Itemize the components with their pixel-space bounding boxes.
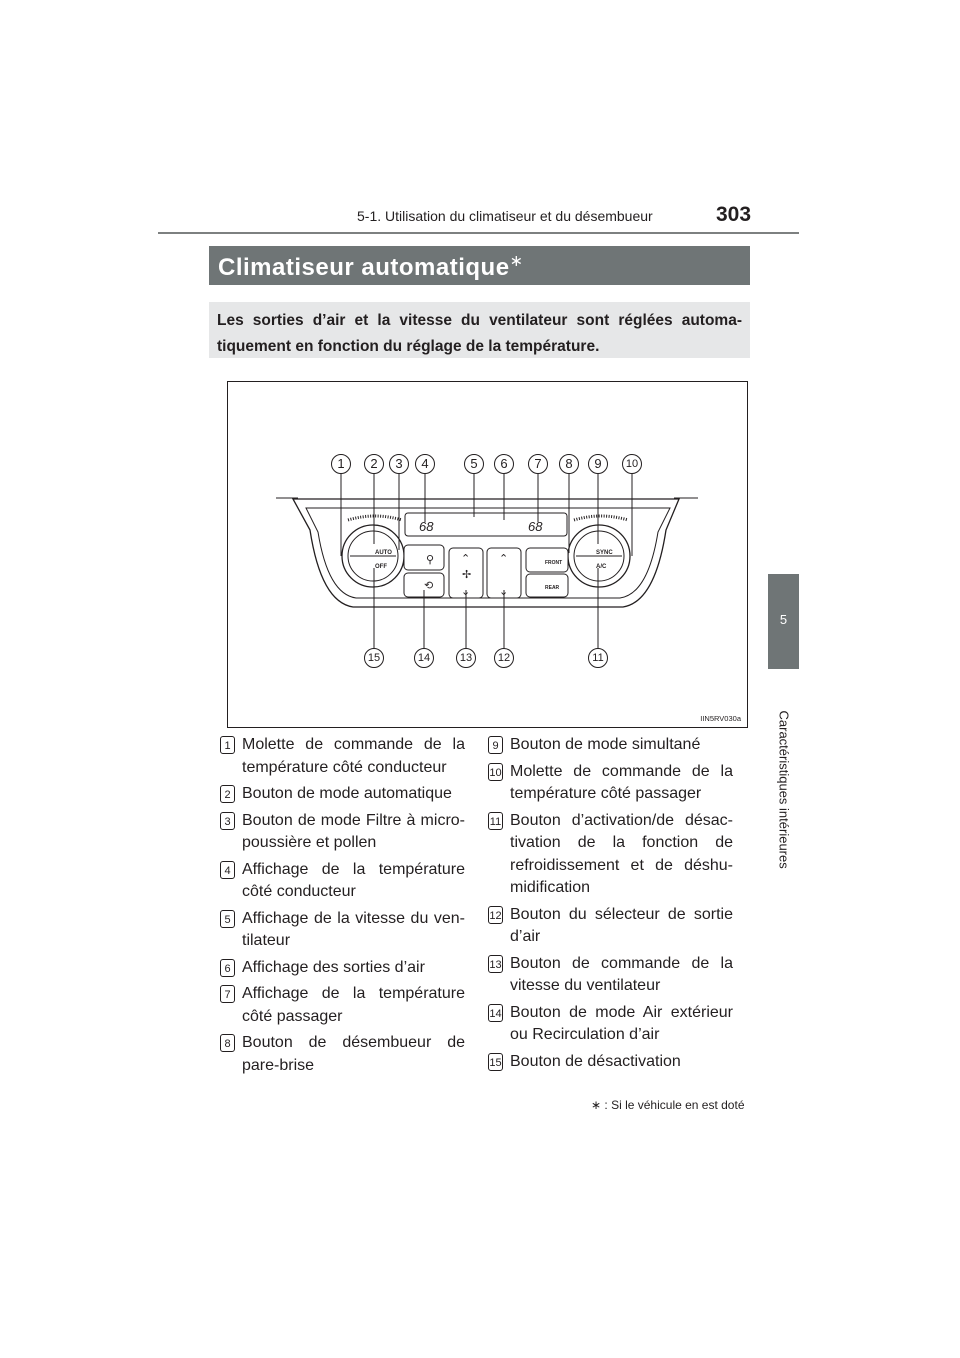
callout-6: 6 — [494, 454, 514, 474]
legend-left-column: 1 Molette de commande de la température c… — [220, 734, 465, 1081]
legend-num: 5 — [220, 909, 235, 928]
ac-label: A/C — [596, 564, 607, 570]
callout-11: 11 — [588, 648, 608, 668]
legend-item: 10 Molette de commande de la température … — [488, 761, 733, 806]
legend-item: 6 Affichage des sorties d’air — [220, 957, 465, 980]
legend-item: 4 Affichage de la température côté conduc… — [220, 859, 465, 904]
callout-14: 14 — [414, 648, 434, 668]
off-label: OFF — [375, 564, 387, 570]
legend-num: 3 — [220, 811, 235, 830]
callout-15: 15 — [364, 648, 384, 668]
legend-text: Bouton du sélecteur de sortie d’air — [510, 905, 733, 946]
header-section-path: 5-1. Utilisation du climatiseur et du dé… — [357, 208, 653, 224]
legend-text: Bouton de mode automatique — [242, 785, 452, 802]
header-divider — [158, 232, 799, 234]
legend-item: 14 Bouton de mode Air extérieur ou Recirc… — [488, 1002, 733, 1047]
svg-text:⌃: ⌃ — [499, 552, 508, 565]
legend-num: 13 — [488, 954, 503, 973]
figure-code: IIN5RV030a — [700, 714, 741, 723]
legend-num: 12 — [488, 905, 503, 924]
intro-box: Les sorties d’air et la vitesse du venti… — [209, 302, 750, 358]
legend-num: 2 — [220, 785, 235, 803]
legend-text: Molette de commande de la température cô… — [510, 762, 733, 803]
callout-3: 3 — [389, 454, 409, 474]
legend-num: 1 — [220, 736, 235, 754]
legend-num: 9 — [488, 736, 503, 754]
svg-text:⌄: ⌄ — [461, 585, 470, 598]
legend-item: 9 Bouton de mode simultané — [488, 734, 733, 757]
legend-item: 12 Bouton du sélecteur de sortie d’air — [488, 904, 733, 949]
footnote-mark: ∗ — [591, 1098, 602, 1112]
callout-4: 4 — [415, 454, 435, 474]
front-label: FRONT — [545, 560, 562, 566]
section-title-bar: Climatiseur automatique∗ — [209, 246, 750, 285]
legend-num: 15 — [488, 1052, 503, 1071]
passenger-temp-display: 68 — [528, 519, 543, 534]
svg-text:⌃: ⌃ — [461, 552, 470, 565]
callout-8: 8 — [559, 454, 579, 474]
callout-2: 2 — [364, 454, 384, 474]
footnote: ∗ : Si le véhicule en est doté — [591, 1098, 745, 1112]
climate-panel-illustration: AUTO OFF SYNC A/C FRONT REAR 68 68 ⚲ ✢ ⌃… — [276, 473, 698, 650]
recirculation-icon: ⟲ — [424, 579, 433, 592]
legend-num: 6 — [220, 958, 235, 977]
rear-label: REAR — [545, 585, 560, 591]
callout-10: 10 — [622, 454, 642, 474]
legend-text: Affichage des sorties d’air — [242, 958, 425, 976]
chapter-tab[interactable]: 5 — [768, 574, 799, 669]
legend-item: 8 Bouton de désembueur de pare-brise — [220, 1032, 465, 1077]
legend-item: 1 Molette de commande de la température c… — [220, 734, 465, 779]
legend-right-column: 9 Bouton de mode simultané 10 Molette de c… — [488, 734, 733, 1077]
legend-item: 15 Bouton de désactivation — [488, 1051, 733, 1074]
legend-item: 2 Bouton de mode automatique — [220, 783, 465, 806]
legend-item: 7 Affichage de la température côté passag… — [220, 983, 465, 1028]
driver-temp-display: 68 — [419, 519, 434, 534]
legend-text: Bouton de désactivation — [510, 1052, 681, 1070]
legend-text: Bouton de mode Air extérieur ou Recircul… — [510, 1003, 733, 1044]
legend-item: 3 Bouton de mode Filtre à micro-poussière… — [220, 810, 465, 855]
svg-text:⌄: ⌄ — [499, 585, 508, 598]
fan-icon: ✢ — [462, 568, 471, 581]
legend-num: 7 — [220, 985, 235, 1003]
legend-num: 8 — [220, 1034, 235, 1052]
climate-panel-figure: AUTO OFF SYNC A/C FRONT REAR 68 68 ⚲ ✢ ⌃… — [227, 381, 748, 728]
legend-text: Bouton de commande de la vitesse du vent… — [510, 954, 733, 995]
intro-text: Les sorties d’air et la vitesse du venti… — [217, 312, 742, 355]
legend-item: 11 Bouton d’activation/de désac­tivation … — [488, 810, 733, 900]
legend-text: Affichage de la température côté passage… — [242, 985, 465, 1025]
legend-text: Bouton de mode Filtre à micro-poussière … — [242, 811, 465, 852]
legend-num: 11 — [488, 811, 503, 830]
callout-5: 5 — [464, 454, 484, 474]
callout-9: 9 — [588, 454, 608, 474]
auto-label: AUTO — [375, 550, 392, 556]
legend-text: Bouton de mode simultané — [510, 736, 701, 753]
legend-text: Bouton de désembueur de pare-brise — [242, 1034, 465, 1074]
legend-text: Molette de commande de la température cô… — [242, 736, 465, 776]
face-vent-icon: ⚲ — [426, 553, 434, 566]
footnote-text: : Si le véhicule en est doté — [604, 1098, 745, 1112]
sync-label: SYNC — [596, 550, 613, 556]
legend-text: Bouton d’activation/de désac­tivation de… — [510, 811, 733, 897]
callout-1: 1 — [331, 454, 351, 474]
legend-text: Affichage de la vitesse du ven­tilateur — [242, 909, 465, 950]
legend-text: Affichage de la température côté conduct… — [242, 860, 465, 901]
chapter-title: Caractéristiques intérieures — [776, 710, 792, 869]
page-number: 303 — [716, 203, 752, 226]
callout-7: 7 — [528, 454, 548, 474]
legend-num: 14 — [488, 1003, 503, 1022]
legend-num: 4 — [220, 860, 235, 879]
optional-equipment-mark: ∗ — [509, 253, 524, 270]
callout-12: 12 — [494, 648, 514, 668]
legend-item: 5 Affichage de la vitesse du ven­tilateur — [220, 908, 465, 953]
legend-item: 13 Bouton de commande de la vitesse du ve… — [488, 953, 733, 998]
section-title: Climatiseur automatique — [218, 254, 510, 281]
callout-13: 13 — [456, 648, 476, 668]
chapter-number: 5 — [779, 612, 788, 627]
legend-num: 10 — [488, 762, 503, 781]
